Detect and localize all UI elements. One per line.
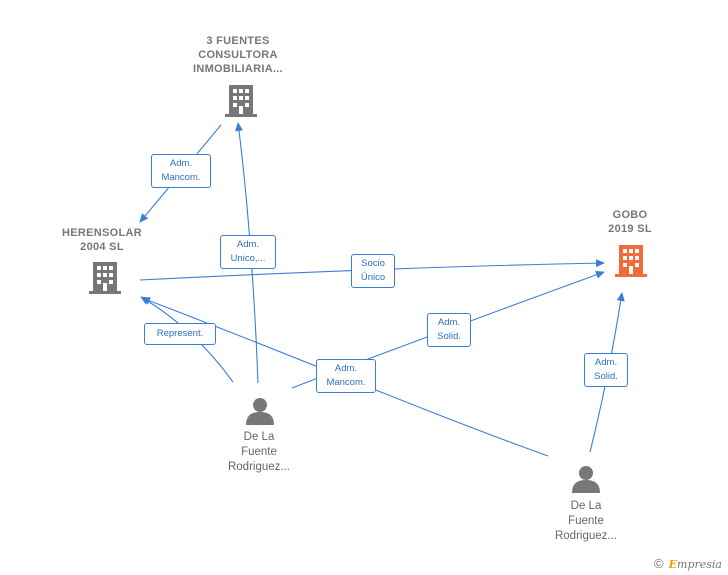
company-label-consultora[interactable]: 3 FUENTES CONSULTORA INMOBILIARIA...: [192, 35, 284, 75]
edge-label-represent[interactable]: Represent.: [144, 323, 216, 345]
building-icon: [615, 245, 647, 277]
edge-label-adm-mancom-mid[interactable]: Adm. Mancom.: [316, 359, 376, 393]
building-icon: [89, 262, 121, 294]
edge-label-adm-solid-right[interactable]: Adm. Solid.: [584, 353, 628, 387]
person-label-2[interactable]: De La Fuente Rodriguez...: [554, 500, 617, 542]
person-icon: [246, 398, 274, 425]
person-label-1[interactable]: De La Fuente Rodriguez...: [227, 431, 290, 473]
copyright-icon: ©: [653, 556, 664, 571]
company-label-gobo[interactable]: GOBO 2019 SL: [608, 209, 652, 235]
building-icon: [225, 85, 257, 117]
edge-label-adm-mancom-top[interactable]: Adm. Mancom.: [151, 154, 211, 188]
copyright-footer: © Empresia: [654, 556, 722, 571]
edge-label-adm-unico[interactable]: Adm. Unico,...: [220, 235, 276, 269]
person-icon: [572, 466, 600, 493]
edge-label-socio-unico[interactable]: Socio Único: [351, 254, 395, 288]
edge-label-adm-solid-mid[interactable]: Adm. Solid.: [427, 313, 471, 347]
company-label-herensolar[interactable]: HERENSOLAR 2004 SL: [61, 227, 142, 253]
empresia-logo[interactable]: Empresia: [668, 558, 722, 571]
